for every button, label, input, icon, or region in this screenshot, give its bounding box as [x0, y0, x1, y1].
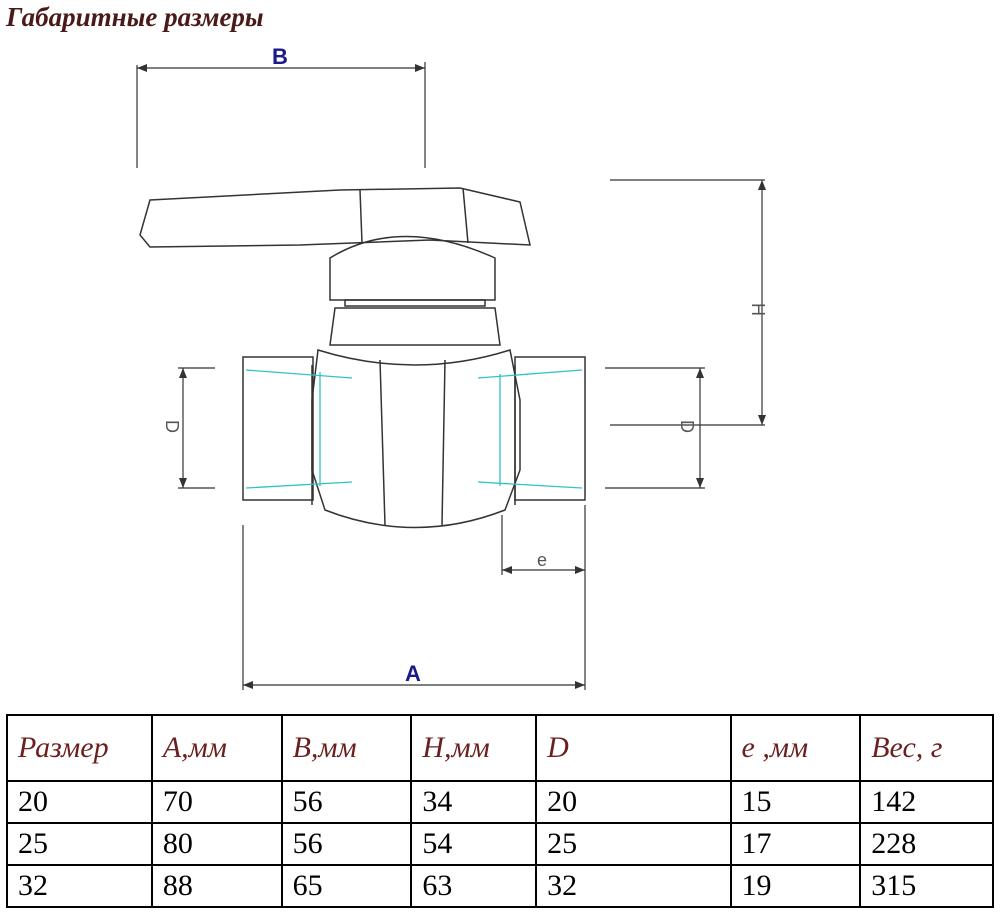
table-cell: 56	[280, 780, 413, 824]
left-socket	[242, 356, 314, 501]
dim-label-d-left: D	[162, 420, 182, 433]
header-cell: H,мм	[410, 714, 538, 782]
table-cell: 25	[535, 822, 732, 866]
valve-stem-cap	[329, 235, 496, 301]
header-cell: B,мм	[280, 714, 413, 782]
table-row: 32 88 65 63 32 19 315	[6, 864, 994, 908]
table-cell: 20	[535, 780, 732, 824]
table-cell: 63	[410, 864, 538, 908]
header-cell: Размер	[6, 714, 153, 782]
header-cell: D	[535, 714, 732, 782]
table-cell: 80	[150, 822, 283, 866]
table-cell: 32	[6, 864, 153, 908]
table-cell: 20	[6, 780, 153, 824]
valve-stem-ring	[344, 299, 486, 307]
bore-lines	[245, 369, 583, 489]
header-cell: A,мм	[150, 714, 283, 782]
table-cell: 70	[150, 780, 283, 824]
table-cell: 56	[280, 822, 413, 866]
valve-body	[311, 349, 521, 529]
table-cell: 65	[280, 864, 413, 908]
table-cell: 34	[410, 780, 538, 824]
dim-label-e: e	[537, 550, 547, 570]
header-cell: e ,мм	[729, 714, 862, 782]
table-cell: 142	[859, 780, 994, 824]
page-title: Габаритные размеры	[6, 2, 264, 32]
dim-label-h: H	[748, 303, 768, 316]
table-cell: 15	[729, 780, 862, 824]
header-cell: Вес, г	[859, 714, 994, 782]
table-cell: 17	[729, 822, 862, 866]
table-cell: 32	[535, 864, 732, 908]
table-header-row: Размер A,мм B,мм H,мм D e ,мм Вес, г	[6, 714, 994, 782]
dim-label-b: B	[272, 44, 288, 69]
table-cell: 25	[6, 822, 153, 866]
valve-drawing: B A H D D e	[136, 44, 768, 690]
valve-stem	[329, 307, 501, 346]
table-cell: 19	[729, 864, 862, 908]
table-cell: 315	[859, 864, 994, 908]
table-cell: 228	[859, 822, 994, 866]
table-row: 20 70 56 34 20 15 142	[6, 780, 994, 824]
table-cell: 88	[150, 864, 283, 908]
right-socket	[514, 356, 586, 501]
table-cell: 54	[410, 822, 538, 866]
table-row: 25 80 56 54 25 17 228	[6, 822, 994, 866]
dim-label-d-right: D	[677, 420, 697, 433]
valve-handle	[139, 187, 531, 248]
dim-label-a: A	[405, 661, 421, 686]
specs-table: Размер A,мм B,мм H,мм D e ,мм Вес, г 20 …	[6, 714, 994, 908]
